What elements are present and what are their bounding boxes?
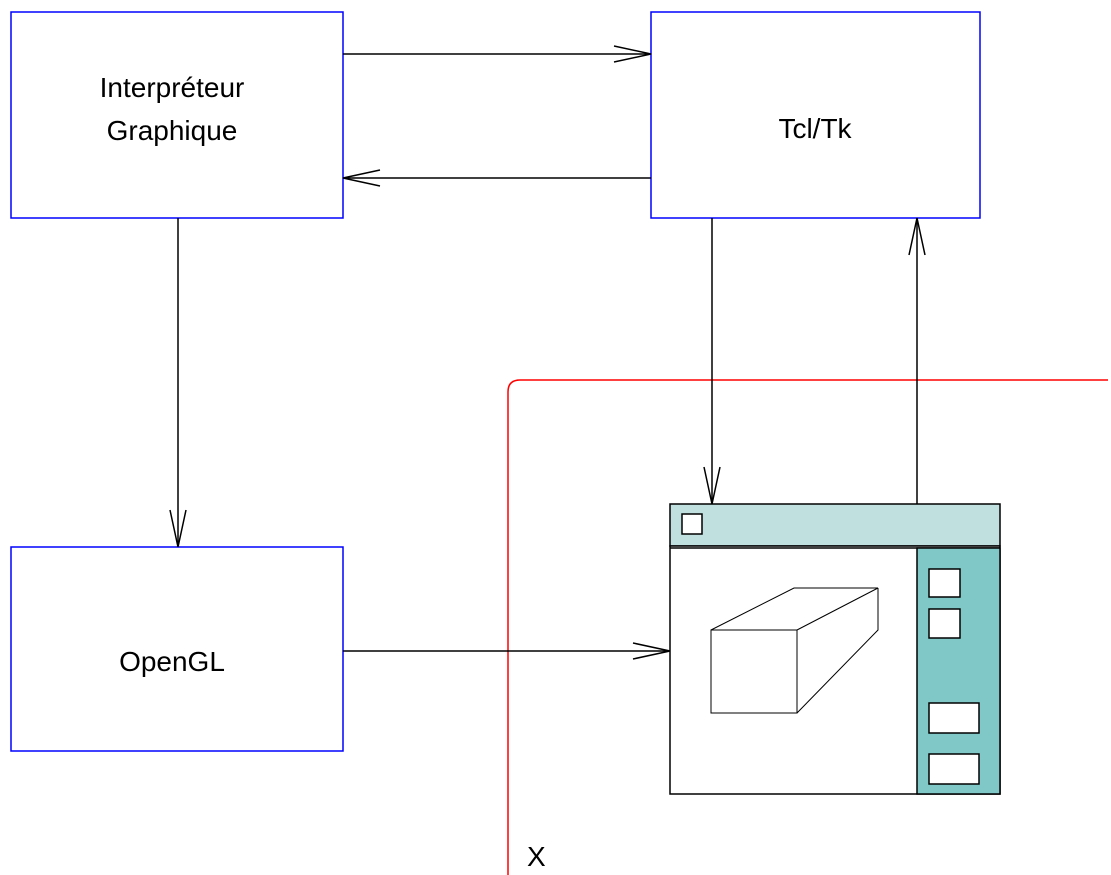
x-region-boundary — [507, 379, 1108, 875]
interpreter-label-line1: Interpréteur — [100, 72, 245, 103]
arrow-interpreter-to-opengl — [169, 218, 187, 548]
arrow-tcltk-to-interpreter — [342, 169, 651, 187]
opengl-node: OpenGL — [10, 546, 344, 752]
window-titlebar — [669, 503, 1001, 547]
interpreter-box — [10, 11, 344, 219]
tcltk-box — [650, 11, 981, 219]
tcltk-label: Tcl/Tk — [778, 113, 852, 144]
opengl-label: OpenGL — [119, 646, 225, 677]
application-window-icon — [669, 503, 1001, 795]
interpreter-node: Interpréteur Graphique — [10, 11, 344, 219]
arrow-tcltk-to-window — [703, 218, 721, 505]
interpreter-label-line2: Graphique — [107, 115, 238, 146]
sidebar-wide-button-1 — [928, 702, 980, 734]
sidebar-wide-button-2 — [928, 753, 980, 785]
arrow-interpreter-to-tcltk — [343, 45, 652, 63]
opengl-box — [10, 546, 344, 752]
tcltk-node: Tcl/Tk — [650, 11, 981, 219]
window-close-box-icon — [681, 513, 703, 535]
arrow-opengl-to-window — [343, 642, 671, 660]
sidebar-square-button-2 — [928, 608, 961, 639]
sidebar-square-button-1 — [928, 568, 961, 598]
arrow-window-to-tcltk — [908, 217, 926, 504]
x-region-label: X — [527, 841, 546, 872]
3d-box-icon — [710, 587, 879, 714]
